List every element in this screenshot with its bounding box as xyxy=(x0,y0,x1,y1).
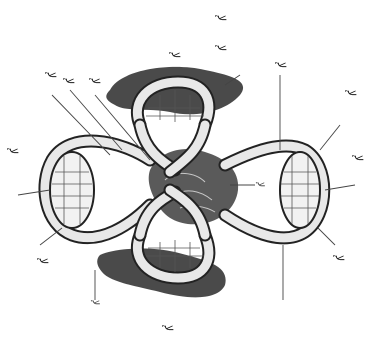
label-left-bottom-2: ﻹ xyxy=(90,300,100,305)
right-systemic-loop xyxy=(225,146,324,238)
label-left-mid: ﻹ xyxy=(7,148,20,154)
label-left-top-2: ﻹ xyxy=(63,78,76,84)
label-right-top: ﻹ xyxy=(275,62,288,68)
label-top-a: ﻹ xyxy=(215,15,228,21)
label-right-top-2: ﻹ xyxy=(345,90,358,96)
label-center-heart: ﻹ xyxy=(255,182,265,187)
label-top-center: ﻹ xyxy=(169,52,182,58)
label-left-top-3: ﻹ xyxy=(89,78,102,84)
label-left-top-1: ﻹ xyxy=(45,72,58,78)
label-bottom-center: ﻹ xyxy=(162,325,175,331)
left-capillary-bed xyxy=(50,152,94,228)
right-capillary-bed xyxy=(280,152,320,228)
left-systemic-loop xyxy=(45,141,150,238)
label-left-bottom: ﻹ xyxy=(37,258,50,264)
label-top-b: ﻹ xyxy=(215,45,228,51)
label-right-bottom: ﻹ xyxy=(333,255,346,261)
label-right-mid: ﻹ xyxy=(352,155,365,161)
